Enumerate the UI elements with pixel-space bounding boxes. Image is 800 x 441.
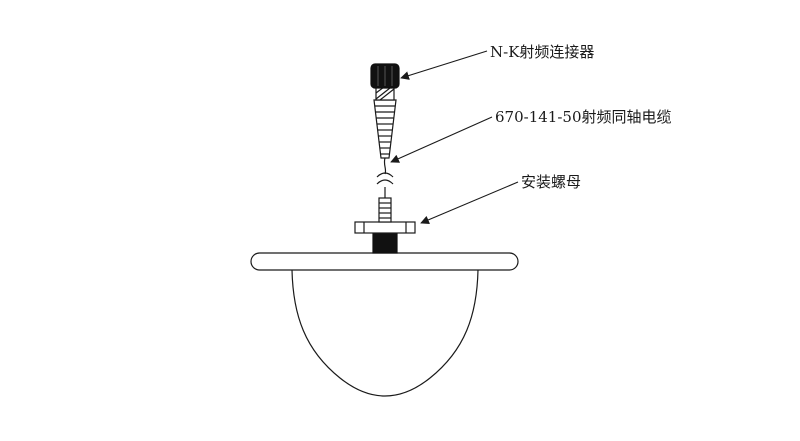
mounting-nut [354, 221, 416, 234]
leader-line-cable [390, 116, 493, 163]
mounting-flange [250, 252, 519, 271]
strain-relief-boot [373, 99, 397, 159]
leader-line-nut [420, 181, 519, 224]
spacer-block [372, 232, 398, 254]
antenna-dome [291, 269, 479, 397]
connector-body-band [375, 86, 395, 101]
label-cable: 670-141-50射频同轴电缆 [495, 108, 672, 126]
threaded-stub [378, 197, 392, 223]
callouts: N-K射频连接器 670-141-50射频同轴电缆 安装螺母 [390, 43, 672, 224]
label-connector: N-K射频连接器 [490, 43, 594, 61]
rf-connector-cap [370, 63, 400, 89]
label-nut: 安装螺母 [521, 173, 581, 191]
leader-line-connector [400, 50, 488, 80]
coaxial-cable [376, 157, 394, 198]
antenna-drawing [250, 63, 519, 397]
